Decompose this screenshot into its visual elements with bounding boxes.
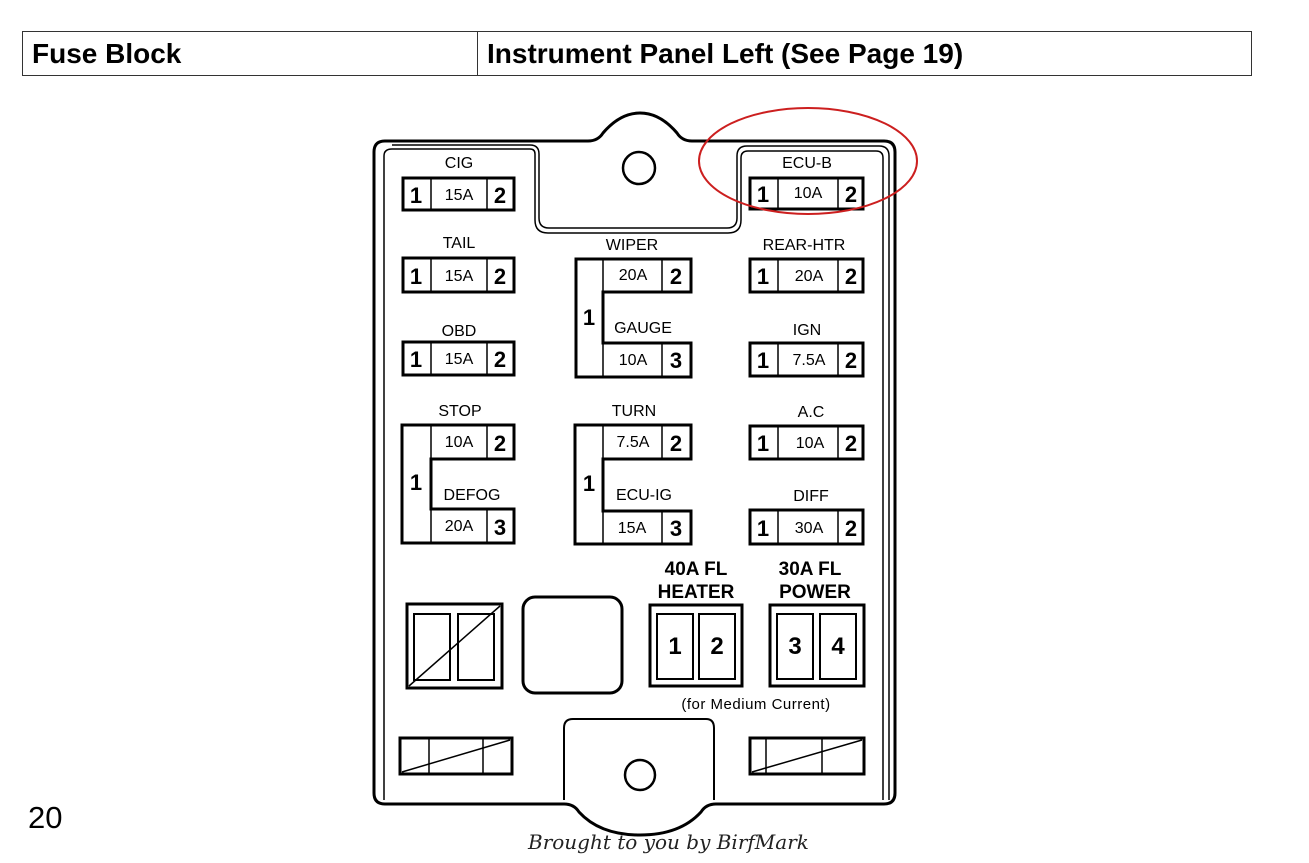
fuse-label: OBD xyxy=(442,323,477,340)
pin-1: 1 xyxy=(583,305,595,330)
pin-1: 1 xyxy=(583,471,595,496)
fuse-diff[interactable]: DIFF 1 30A 2 xyxy=(748,488,865,546)
fuse-ac[interactable]: A.C 1 10A 2 xyxy=(748,404,865,461)
fuse-rating-wiper: 20A xyxy=(619,267,648,284)
fuse-rating-gauge: 10A xyxy=(619,352,648,369)
fusible-link-heater[interactable]: 40A FL HEATER 1 2 xyxy=(648,559,744,688)
pin-2: 2 xyxy=(670,431,682,456)
pin-1: 1 xyxy=(757,348,769,373)
pin-1: 1 xyxy=(757,516,769,541)
fl-rating-power: 30A FL xyxy=(779,559,842,580)
header-table: Fuse Block Instrument Panel Left (See Pa… xyxy=(22,31,1252,76)
pin-1: 1 xyxy=(757,182,769,207)
pin-2: 2 xyxy=(494,264,506,289)
mounting-hole-bottom xyxy=(623,758,657,792)
pin-1: 1 xyxy=(757,431,769,456)
fl-pin-1: 1 xyxy=(668,633,681,660)
fuse-ecu-b[interactable]: ECU-B 1 10A 2 xyxy=(748,155,865,211)
fuse-label: TAIL xyxy=(443,235,476,252)
header-location: Instrument Panel Left (See Page 19) xyxy=(487,38,964,69)
fuse-rating: 7.5A xyxy=(793,352,826,369)
fuse-rating: 30A xyxy=(795,520,824,537)
fuse-label: CIG xyxy=(445,155,473,172)
header-fuse-block: Fuse Block xyxy=(23,32,478,75)
fuse-tail[interactable]: TAIL 1 15A 2 xyxy=(401,235,516,294)
fuse-rear-htr[interactable]: REAR-HTR 1 20A 2 xyxy=(748,237,865,294)
pin-2: 2 xyxy=(845,516,857,541)
fuse-label: DIFF xyxy=(793,488,829,505)
pin-2: 2 xyxy=(494,431,506,456)
unused-slot-left xyxy=(405,602,504,690)
inner-panel-outline xyxy=(383,148,884,800)
fuse-label: A.C xyxy=(798,404,825,421)
fuse-label: ECU-B xyxy=(782,155,832,172)
fuse-label: IGN xyxy=(793,322,821,339)
fuse-rating-defog: 20A xyxy=(445,518,474,535)
pin-2: 2 xyxy=(845,431,857,456)
pin-3: 3 xyxy=(670,348,682,373)
mounting-hole-top xyxy=(621,150,657,186)
pin-2: 2 xyxy=(845,264,857,289)
fuse-obd[interactable]: OBD 1 15A 2 xyxy=(401,323,516,377)
dual-fuse-stop-defog[interactable]: STOP 10A 2 1 DEFOG 20A 3 xyxy=(400,403,516,545)
fuse-cig[interactable]: CIG 1 15A 2 xyxy=(401,155,516,212)
fuse-label-ecu-ig: ECU-IG xyxy=(616,487,672,504)
pin-1: 1 xyxy=(410,470,422,495)
pin-2: 2 xyxy=(845,348,857,373)
fusible-link-power[interactable]: 30A FL POWER 3 4 xyxy=(768,559,866,688)
fl-name-power: POWER xyxy=(779,582,851,603)
housing-outline xyxy=(372,111,897,837)
pin-2: 2 xyxy=(494,183,506,208)
pin-3: 3 xyxy=(670,516,682,541)
fl-pin-4: 4 xyxy=(831,633,845,660)
fl-name-heater: HEATER xyxy=(658,582,735,603)
pin-2: 2 xyxy=(494,347,506,372)
fl-pin-3: 3 xyxy=(788,633,801,660)
fuse-rating-turn: 7.5A xyxy=(617,434,650,451)
fuse-rating: 15A xyxy=(445,351,474,368)
fuse-rating-stop: 10A xyxy=(445,434,474,451)
pin-3: 3 xyxy=(494,515,506,540)
fuse-label-wiper: WIPER xyxy=(606,237,658,254)
fuse-rating: 10A xyxy=(796,435,825,452)
fuse-label-gauge: GAUGE xyxy=(614,320,672,337)
pin-1: 1 xyxy=(410,264,422,289)
fuse-label-turn: TURN xyxy=(612,403,656,420)
fuse-label-stop: STOP xyxy=(438,403,481,420)
fuse-rating: 20A xyxy=(795,268,824,285)
fl-rating-heater: 40A FL xyxy=(665,559,728,580)
dual-fuse-turn-ecu-ig[interactable]: TURN 7.5A 2 1 ECU-IG 15A 3 xyxy=(573,403,693,546)
pin-1: 1 xyxy=(410,347,422,372)
pin-1: 1 xyxy=(410,183,422,208)
bottom-tab xyxy=(563,718,715,800)
pin-1: 1 xyxy=(757,264,769,289)
fl-pin-2: 2 xyxy=(710,633,723,660)
fuse-ign[interactable]: IGN 1 7.5A 2 xyxy=(748,322,865,378)
dual-fuse-wiper-gauge[interactable]: WIPER 20A 2 1 GAUGE 10A 3 xyxy=(574,237,693,379)
inner-panel-left xyxy=(392,144,890,800)
unused-slot-bottom-left xyxy=(398,736,514,776)
fuse-label: REAR-HTR xyxy=(763,237,846,254)
fuse-rating: 15A xyxy=(445,187,474,204)
empty-relay-slot xyxy=(521,595,624,695)
fuse-rating-ecu-ig: 15A xyxy=(618,520,647,537)
fuse-rating: 10A xyxy=(794,185,823,202)
unused-slot-bottom-right xyxy=(748,736,866,776)
pin-2: 2 xyxy=(845,182,857,207)
fusible-link-note: (for Medium Current) xyxy=(681,696,830,713)
fuse-rating: 15A xyxy=(445,268,474,285)
fuse-label-defog: DEFOG xyxy=(444,487,501,504)
credit-line: Brought to you by BirfMark xyxy=(528,830,809,854)
pin-2: 2 xyxy=(670,264,682,289)
page-number: 20 xyxy=(28,800,63,835)
highlight-ellipse-ecu-b xyxy=(698,107,918,215)
